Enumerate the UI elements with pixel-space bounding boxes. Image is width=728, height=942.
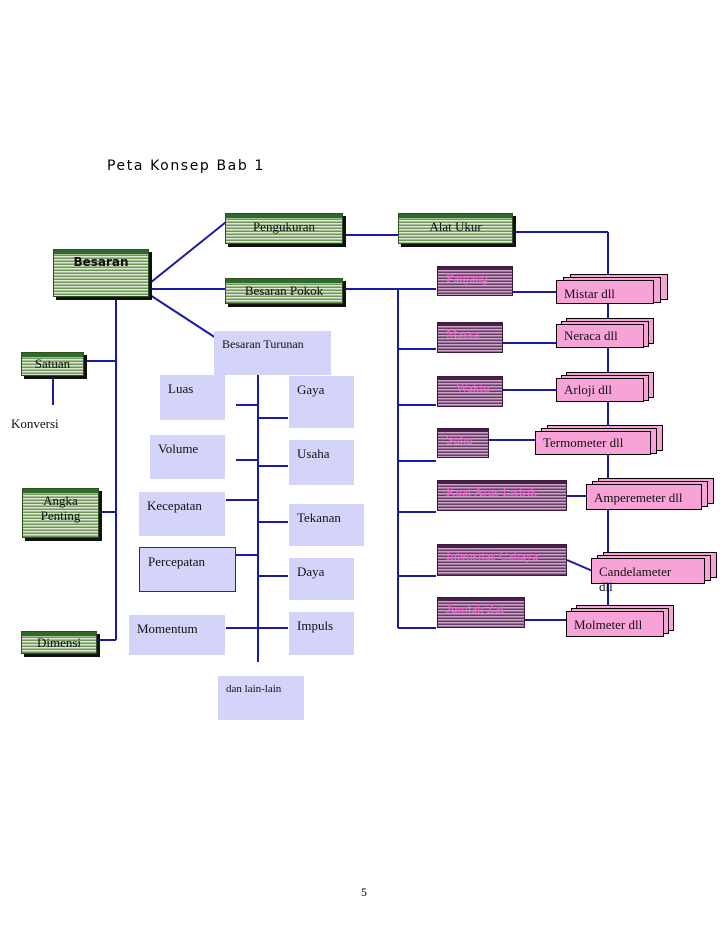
node-besaran-turunan-label: Besaran Turunan xyxy=(222,337,304,351)
node-dan-lain-lain: dan lain-lain xyxy=(218,676,304,720)
node-jumlah-zat: Jumlah Zat xyxy=(437,597,525,628)
node-pengukuran: Pengukuran xyxy=(225,213,343,244)
node-luas: Luas xyxy=(160,375,225,420)
node-konversi: Konversi xyxy=(9,412,87,442)
node-termometer-label: Termometer dll xyxy=(543,435,624,450)
node-momentum: Momentum xyxy=(129,615,225,655)
node-besaran-pokok: Besaran Pokok xyxy=(225,278,343,304)
node-arloji: Arloji dll xyxy=(556,372,656,404)
node-percepatan: Percepatan xyxy=(139,547,236,592)
node-luas-label: Luas xyxy=(168,381,194,396)
node-percepatan-label: Percepatan xyxy=(148,554,206,569)
node-angka-penting-label: Angka Penting xyxy=(40,493,81,523)
node-tekanan: Tekanan xyxy=(289,504,364,546)
node-panjang: Panjang xyxy=(437,266,513,296)
node-intensitas-cahaya: Intensitas Cahaya xyxy=(437,544,567,576)
node-besaran-label: Besaran xyxy=(73,255,129,269)
node-molmeter: Molmeter dll xyxy=(566,605,676,639)
node-alat-ukur: Alat Ukur xyxy=(398,213,513,244)
node-volume: Volume xyxy=(150,435,225,479)
node-mistar-label: Mistar dll xyxy=(564,286,615,301)
node-panjang-label: Panjang xyxy=(446,270,488,285)
node-kecepatan: Kecepatan xyxy=(139,492,225,536)
node-amperemeter: Amperemeter dll xyxy=(586,478,716,514)
node-gaya-label: Gaya xyxy=(297,382,325,397)
node-pengukuran-label: Pengukuran xyxy=(252,219,316,234)
page-title: Peta Konsep Bab 1 xyxy=(107,158,265,174)
node-besaran: Besaran xyxy=(53,249,149,297)
node-suhu-label: Suhu xyxy=(446,432,473,447)
node-besaran-turunan: Besaran Turunan xyxy=(214,331,331,375)
node-massa-label: Massa xyxy=(446,326,480,341)
node-molmeter-label: Molmeter dll xyxy=(574,617,643,632)
page-number: 5 xyxy=(361,885,367,899)
node-konversi-label: Konversi xyxy=(11,416,59,431)
node-daya-label: Daya xyxy=(297,564,325,579)
node-gaya: Gaya xyxy=(289,376,354,428)
node-kuat-arus-listrik-label: Kuat Arus Listrik xyxy=(446,484,537,499)
node-suhu: Suhu xyxy=(437,428,489,458)
node-dimensi: Dimensi xyxy=(21,631,97,654)
node-massa: Massa xyxy=(437,322,503,353)
node-neraca-label: Neraca dll xyxy=(564,328,618,343)
node-besaran-pokok-label: Besaran Pokok xyxy=(244,283,324,298)
node-kuat-arus-listrik: Kuat Arus Listrik xyxy=(437,480,567,511)
node-impuls-label: Impuls xyxy=(297,618,334,633)
node-alat-ukur-label: Alat Ukur xyxy=(429,219,482,234)
node-usaha-label: Usaha xyxy=(297,446,330,461)
node-amperemeter-label: Amperemeter dll xyxy=(594,490,683,505)
node-candelameter: Candelameter dll xyxy=(591,552,719,594)
node-momentum-label: Momentum xyxy=(137,621,198,636)
node-mistar: Mistar dll xyxy=(556,274,672,304)
node-jumlah-zat-label: Jumlah Zat xyxy=(446,601,505,616)
node-waktu: Waktu xyxy=(437,376,503,407)
node-daya: Daya xyxy=(289,558,354,600)
node-kecepatan-label: Kecepatan xyxy=(147,498,202,513)
node-neraca: Neraca dll xyxy=(556,318,656,350)
node-termometer: Termometer dll xyxy=(535,425,665,457)
node-arloji-label: Arloji dll xyxy=(564,382,613,397)
node-volume-label: Volume xyxy=(158,441,199,456)
node-tekanan-label: Tekanan xyxy=(297,510,341,525)
node-satuan: Satuan xyxy=(21,352,84,376)
node-intensitas-cahaya-label: Intensitas Cahaya xyxy=(446,548,539,563)
node-usaha: Usaha xyxy=(289,440,354,485)
node-dan-lain-lain-label: dan lain-lain xyxy=(226,683,282,695)
node-candelameter-label: Candelameter dll xyxy=(599,564,672,594)
node-satuan-label: Satuan xyxy=(34,356,71,371)
node-dimensi-label: Dimensi xyxy=(36,635,82,650)
node-impuls: Impuls xyxy=(289,612,354,655)
node-angka-penting: Angka Penting xyxy=(22,488,99,538)
node-waktu-label: Waktu xyxy=(456,380,490,395)
